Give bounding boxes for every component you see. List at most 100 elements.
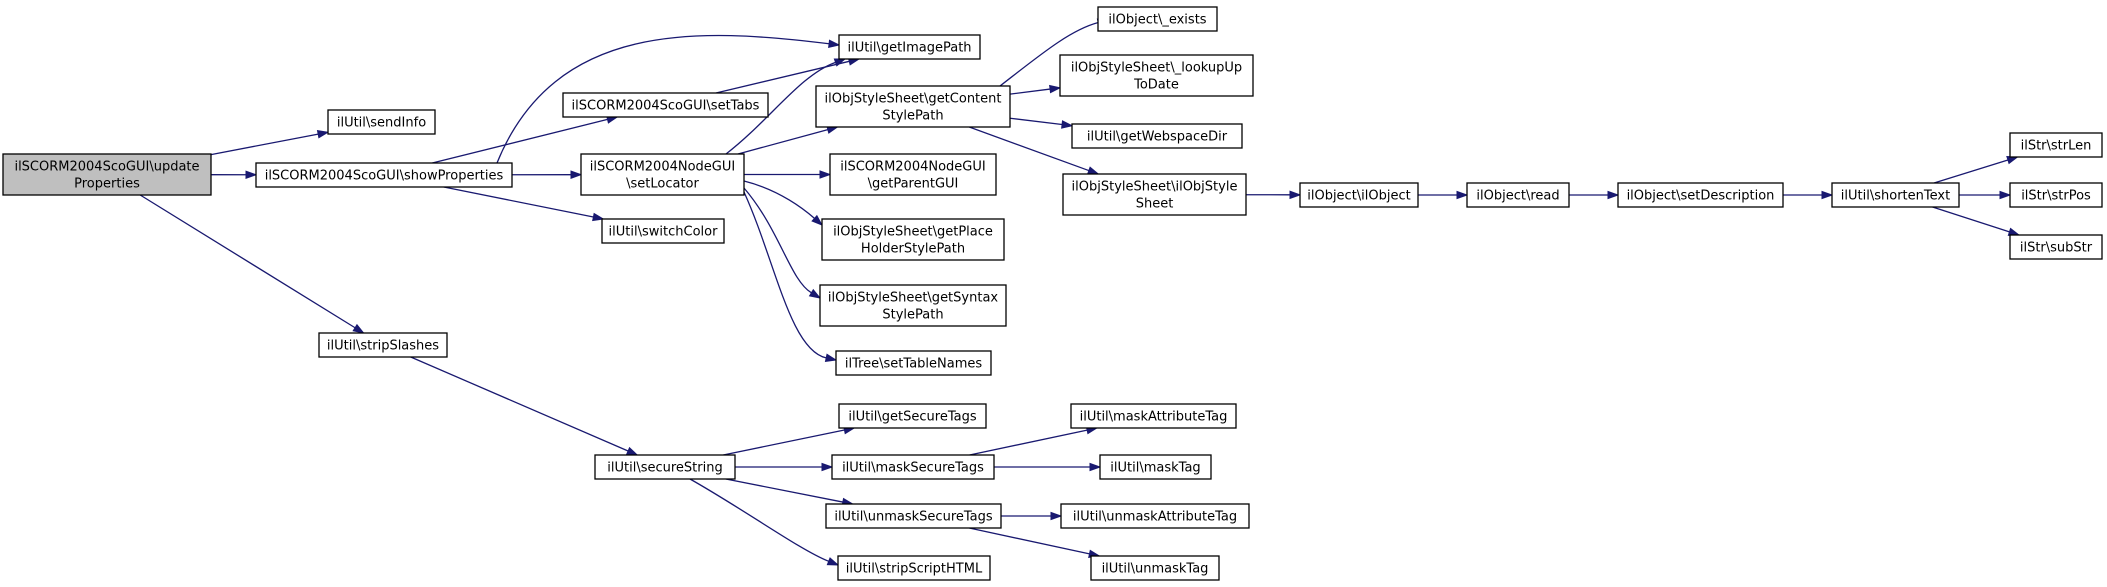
node-label: ilObjStyleSheet\_lookupUp <box>1071 61 1242 76</box>
node-label: ilStr\strPos <box>2021 189 2091 204</box>
node-label: ilUtil\secureString <box>607 461 722 476</box>
node-ilutil-stripslashes[interactable]: ilUtil\stripSlashes <box>318 332 448 358</box>
node-label: ilSCORM2004ScoGUI\setTabs <box>572 99 760 114</box>
edge-maskSecureTags-to-maskAttributeTag <box>969 425 1099 456</box>
node-label: ilUtil\maskAttributeTag <box>1080 410 1228 425</box>
node-label: ilTree\setTableNames <box>845 357 983 372</box>
node-label: ilObjStyleSheet\ilObjStyle <box>1072 180 1238 195</box>
node-ilobject-ilobject[interactable]: ilObject\ilObject <box>1299 182 1419 208</box>
node-ilutil-getwebspacedir[interactable]: ilUtil\getWebspaceDir <box>1071 123 1243 149</box>
edge-maskSecureTags-to-maskTag <box>993 462 1102 472</box>
edge-setDescription-to-shortenText <box>1783 190 1834 200</box>
node-ilscorm2004scogui-settabs[interactable]: ilSCORM2004ScoGUI\setTabs <box>562 92 769 118</box>
node-label: StylePath <box>882 109 943 124</box>
node-label: ilUtil\getWebspaceDir <box>1087 130 1228 145</box>
node-ilutil-securestring[interactable]: ilUtil\secureString <box>594 454 736 480</box>
node-label: ilUtil\shortenText <box>1841 189 1950 204</box>
node-ilutil-unmasktag[interactable]: ilUtil\unmaskTag <box>1090 555 1220 581</box>
node-label: ilUtil\stripSlashes <box>327 339 439 354</box>
node-ilutil-switchcolor[interactable]: ilUtil\switchColor <box>601 218 725 244</box>
node-label: ilUtil\stripScriptHTML <box>846 562 983 577</box>
node-label: \getParentGUI <box>868 177 959 192</box>
edge-setLocator-to-getParentGUI <box>744 170 832 179</box>
node-label: StylePath <box>882 308 943 323</box>
node-label: Properties <box>74 177 140 192</box>
node-label: ilObjStyleSheet\getContent <box>825 92 1002 107</box>
edge-unmaskSecureTags-to-unmaskAttributeTag <box>1000 511 1063 521</box>
edge-getContentStylePath-to-getWebspaceDir <box>1009 117 1074 129</box>
edge-setLocator-to-getPlaceHolder <box>743 180 824 226</box>
node-label: ilUtil\unmaskTag <box>1102 562 1209 577</box>
node-ilutil-sendinfo[interactable]: ilUtil\sendInfo <box>327 109 436 135</box>
node-label: ilStr\subStr <box>2020 241 2093 256</box>
node-ilobjstylesheet-ilobjstyle-sheet[interactable]: ilObjStyleSheet\ilObjStyleSheet <box>1062 173 1247 216</box>
node-label: ilUtil\unmaskSecureTags <box>834 510 993 525</box>
node-label: ilObject\_exists <box>1108 13 1206 28</box>
node-ilutil-shortentext[interactable]: ilUtil\shortenText <box>1831 182 1960 208</box>
node-ilscorm2004nodegui-setlocator[interactable]: ilSCORM2004NodeGUI\setLocator <box>580 153 745 196</box>
node-ilutil-maskattributetag[interactable]: ilUtil\maskAttributeTag <box>1070 403 1237 429</box>
node-label: ilUtil\sendInfo <box>337 116 426 131</box>
node-ilobject-read[interactable]: ilObject\read <box>1466 182 1570 208</box>
node-ilutil-getimagepath[interactable]: ilUtil\getImagePath <box>838 34 981 60</box>
node-ilutil-masksecuretags[interactable]: ilUtil\maskSecureTags <box>831 454 995 480</box>
edge-stripSlashes-to-secureString <box>410 356 639 456</box>
node-label: ilObjStyleSheet\getPlace <box>833 225 993 240</box>
edge-unmaskSecureTags-to-unmaskTag <box>969 527 1101 559</box>
node-ilstr-substr[interactable]: ilStr\subStr <box>2009 234 2103 260</box>
edge-showProps-to-getImagePath <box>496 34 841 164</box>
edge-root-to-stripSlashes <box>139 194 365 334</box>
node-label: ilStr\strLen <box>2021 139 2092 154</box>
edge-shortenText-to-strLen <box>1933 156 2019 184</box>
node-label: ilObject\setDescription <box>1627 189 1775 204</box>
node-label: ilUtil\maskSecureTags <box>842 461 984 476</box>
node-iltree-settablenames[interactable]: ilTree\setTableNames <box>835 350 992 376</box>
node-label: \setLocator <box>626 177 699 192</box>
edge-root-to-sendInfo <box>210 129 330 156</box>
node-ilutil-unmaskattributetag[interactable]: ilUtil\unmaskAttributeTag <box>1060 503 1250 529</box>
node-ilutil-getsecuretags[interactable]: ilUtil\getSecureTags <box>838 403 987 429</box>
node-label: ilSCORM2004ScoGUI\showProperties <box>265 169 504 184</box>
edge-setLocator-to-setTableNames <box>743 191 838 362</box>
edge-root-to-showProps <box>210 170 258 180</box>
node-label: ilUtil\getSecureTags <box>848 410 976 425</box>
node-ilutil-unmasksecuretags[interactable]: ilUtil\unmaskSecureTags <box>825 503 1002 529</box>
edge-shortenText-to-strPos <box>1959 190 2012 200</box>
node-label: ilSCORM2004NodeGUI <box>840 160 985 175</box>
node-ilobject-setdescription[interactable]: ilObject\setDescription <box>1617 182 1784 208</box>
edge-secureString-to-unmaskSecureTags <box>725 478 855 507</box>
node-ilutil-stripscripthtml[interactable]: ilUtil\stripScriptHTML <box>837 555 991 581</box>
edge-ilObjectCtor-to-read <box>1418 190 1469 200</box>
node-ilobject-exists[interactable]: ilObject\_exists <box>1097 6 1218 32</box>
edge-getContentStylePath-to-lookUp <box>1009 84 1062 95</box>
node-ilscorm2004scogui-showproperties[interactable]: ilSCORM2004ScoGUI\showProperties <box>255 162 513 188</box>
edge-shortenText-to-subStr <box>1932 206 2021 236</box>
node-ilutil-masktag[interactable]: ilUtil\maskTag <box>1099 454 1212 480</box>
node-label: ilObject\read <box>1476 189 1559 204</box>
edge-showProps-to-switchColor <box>443 186 605 222</box>
node-ilstr-strlen[interactable]: ilStr\strLen <box>2009 132 2103 158</box>
edge-showProps-to-setLocator <box>511 170 583 179</box>
node-label: Sheet <box>1136 197 1174 212</box>
node-ilscorm2004nodegui-getparentgui[interactable]: ilSCORM2004NodeGUI \getParentGUI <box>829 153 997 196</box>
node-ilstr-strpos[interactable]: ilStr\strPos <box>2009 182 2103 208</box>
node-label: ilObjStyleSheet\getSyntax <box>828 291 999 306</box>
edge-read-to-setDescription <box>1569 190 1620 200</box>
edge-setLocator-to-getSyntax <box>743 187 822 299</box>
edge-secureString-to-getSecureTags <box>723 425 856 456</box>
edge-secureString-to-maskSecureTags <box>734 462 834 472</box>
node-label: ilUtil\getImagePath <box>847 41 971 56</box>
node-label: HolderStylePath <box>861 242 965 257</box>
node-label: ilUtil\unmaskAttributeTag <box>1073 510 1237 525</box>
node-label: ilUtil\maskTag <box>1110 461 1200 476</box>
edge-secureString-to-stripScriptHTML <box>689 478 840 566</box>
node-label: ilUtil\switchColor <box>609 225 719 240</box>
node-label: ilObject\ilObject <box>1307 189 1411 204</box>
edge-ilObjStyleSheetCtor-to-ilObjectCtor <box>1245 190 1302 200</box>
